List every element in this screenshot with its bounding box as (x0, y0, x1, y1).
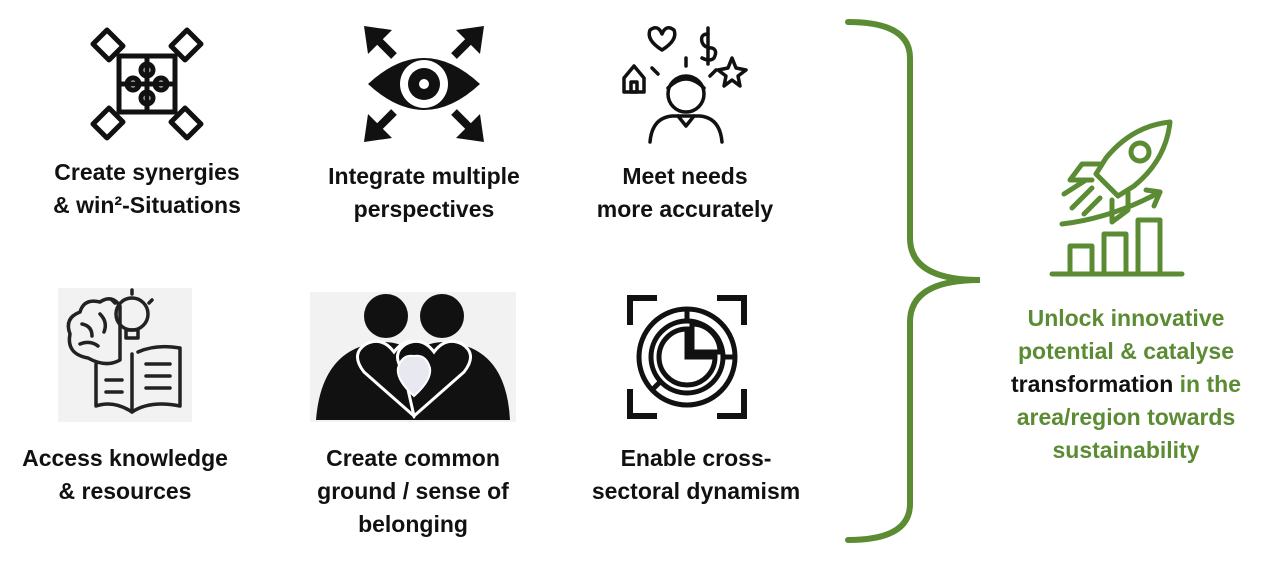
curly-brace (838, 18, 988, 553)
outcome-part3: in the area/region towards sustainabilit… (1016, 371, 1242, 463)
label-dynamism: Enable cross-sectoral dynamism (591, 445, 801, 504)
label-knowledge: Access knowledge& resources (22, 445, 228, 504)
puzzle-hands-icon (85, 22, 209, 151)
outcome-text: Unlock innovative potential & catalyse t… (984, 302, 1268, 467)
outcome-part2: transformation (1010, 371, 1174, 397)
pie-target-icon (624, 292, 750, 427)
person-needs-icon (620, 22, 750, 151)
people-hearts-icon (310, 292, 516, 427)
rocket-growth-icon (1042, 118, 1192, 285)
outcome-part1: Unlock innovative potential & catalyse (1017, 305, 1235, 364)
label-synergies: Create synergies& win²-Situations (53, 159, 241, 218)
eye-arrows-icon (360, 22, 488, 151)
brain-book-icon (58, 288, 192, 427)
